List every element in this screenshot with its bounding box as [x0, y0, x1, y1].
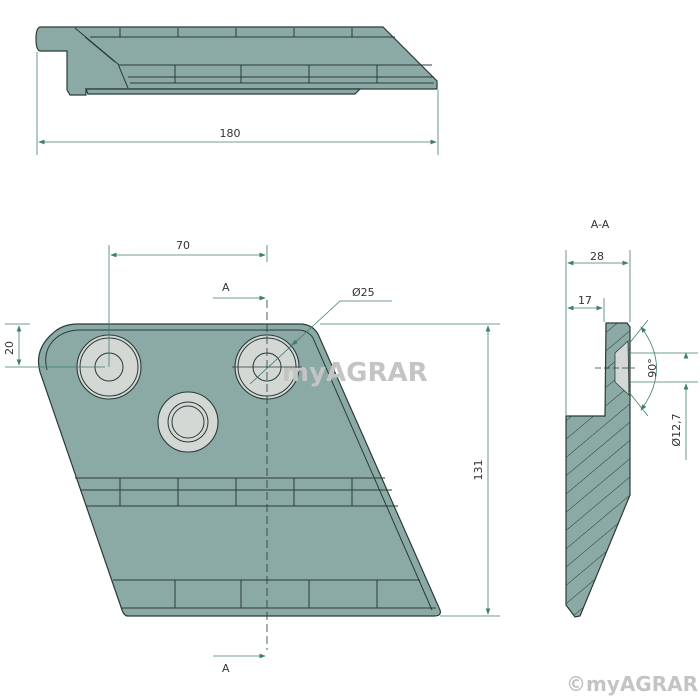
dim-section-step: 17	[578, 294, 592, 307]
section-marker-top: A	[222, 281, 230, 294]
dim-section-width: 28	[590, 250, 604, 263]
top-view: 180	[35, 26, 439, 155]
hole-center	[157, 391, 219, 453]
dim-height: 131	[472, 460, 485, 481]
dim-edge-to-hole: 20	[3, 341, 16, 355]
dim-hole-diameter: Ø25	[352, 286, 375, 299]
section-marker-bottom: A	[222, 662, 230, 675]
watermark-text: myAGRAR	[282, 358, 428, 388]
copyright-logo: ©myAGRAR	[566, 672, 698, 696]
dim-hole-spacing: 70	[176, 239, 190, 252]
dim-countersink-angle: 90°	[646, 358, 659, 378]
dim-bore-diameter: Ø12,7	[670, 413, 683, 446]
dim-overall-length: 180	[220, 127, 241, 140]
front-view: myAGRAR 70 A A Ø25 20 131	[3, 239, 500, 675]
section-view: A-A 28 17 90° Ø12,7	[565, 218, 698, 618]
section-title: A-A	[591, 218, 610, 231]
